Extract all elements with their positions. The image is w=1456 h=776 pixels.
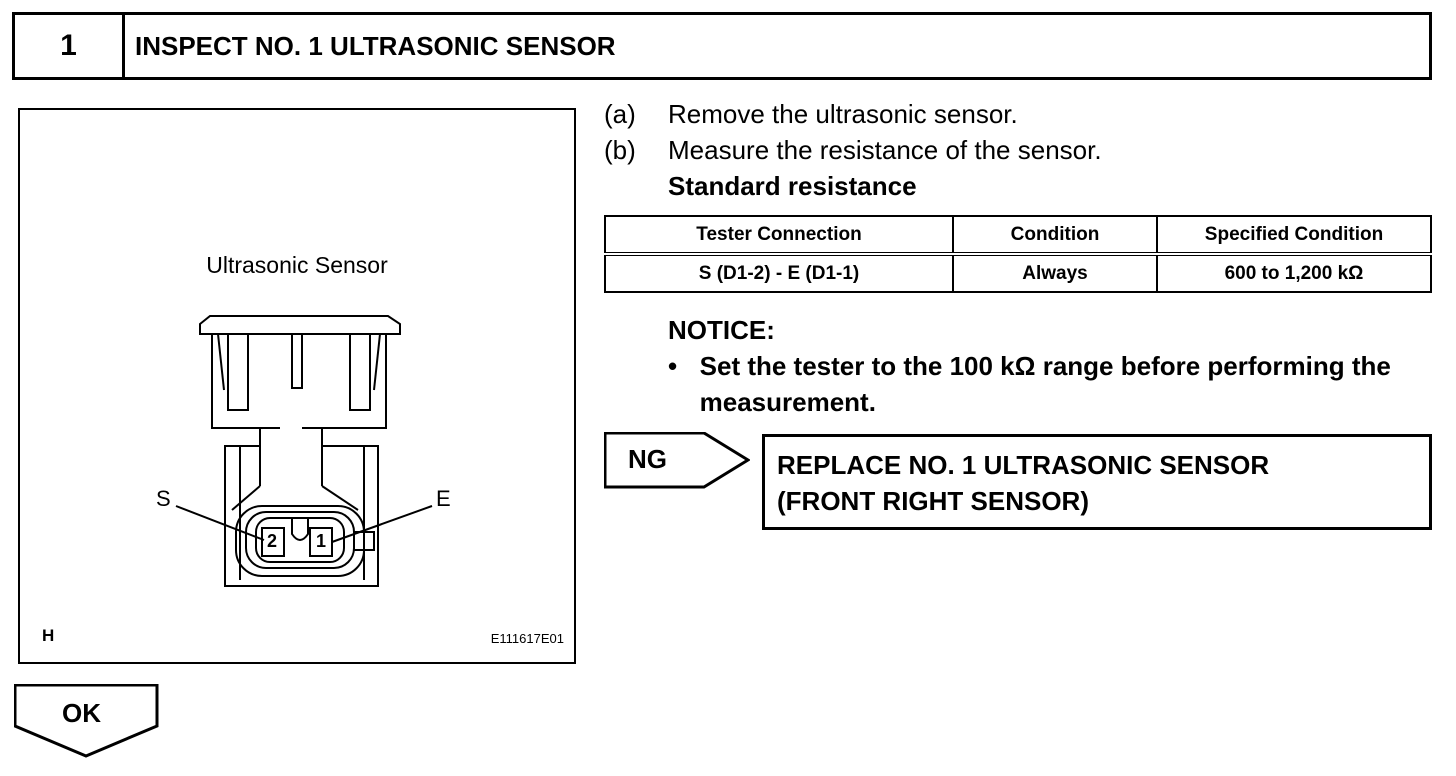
notice-text: Set the tester to the 100 kΩ range befor… [699,351,1391,417]
notice-block: NOTICE: • Set the tester to the 100 kΩ r… [668,312,1428,420]
instruction-item: (a) Remove the ultrasonic sensor. [604,96,1424,132]
illustration-figure-id: E111617E01 [490,631,564,646]
column-header: Tester Connection [604,215,954,256]
pin-number-1: 1 [316,531,327,551]
sensor-flange [199,315,401,335]
notice-heading: NOTICE: [668,315,775,345]
table-header-row: Tester Connection Condition Specified Co… [604,215,1432,256]
standard-resistance-label: Standard resistance [668,171,917,201]
pin-number-2: 2 [267,531,278,551]
table-cell: 600 to 1,200 kΩ [1156,253,1432,293]
ng-result-line: REPLACE NO. 1 ULTRASONIC SENSOR [777,450,1270,480]
pin-label-s: S [156,486,171,511]
table-cell: Always [952,253,1158,293]
step-title: INSPECT NO. 1 ULTRASONIC SENSOR [135,30,616,61]
step-header: 1 INSPECT NO. 1 ULTRASONIC SENSOR [12,12,1432,80]
ng-result-box: REPLACE NO. 1 ULTRASONIC SENSOR (FRONT R… [762,434,1432,530]
ok-label: OK [62,698,101,728]
instruction-text: Measure the resistance of the sensor. [668,135,1102,165]
illustration-caption: Ultrasonic Sensor [206,252,388,278]
notice-bullet: • [668,351,678,381]
leader-line-e [331,505,433,543]
table-row: S (D1-2) - E (D1-1) Always 600 to 1,200 … [604,253,1432,293]
column-header: Specified Condition [1156,215,1432,256]
pin-2-terminal [261,527,285,557]
connector-latch [353,531,375,551]
ok-arrow-shape [14,684,159,758]
notice-item: • Set the tester to the 100 kΩ range bef… [668,348,1428,420]
illustration-corner-code: H [42,626,55,645]
ng-result-line: (FRONT RIGHT SENSOR) [777,486,1089,516]
sensor-connector-drawing [175,315,433,587]
sensor-illustration: Ultrasonic Sensor S E 2 1 H E111617E01 [18,108,576,664]
instruction-text: Remove the ultrasonic sensor. [668,99,1018,129]
leader-line-s [175,505,265,541]
ng-label: NG [628,444,667,474]
table-cell: S (D1-2) - E (D1-1) [604,253,954,293]
instruction-item: (b) Measure the resistance of the sensor… [604,132,1424,168]
connector-housing [235,505,365,577]
step-number: 1 [15,15,125,77]
instructions: (a) Remove the ultrasonic sensor. (b) Me… [604,96,1424,204]
instruction-marker: (a) [604,99,636,129]
column-header: Condition [952,215,1158,256]
instruction-marker: (b) [604,135,636,165]
ng-arrow-shape [604,432,750,489]
pin-label-e: E [436,486,451,511]
resistance-spec-table: Tester Connection Condition Specified Co… [604,215,1432,293]
